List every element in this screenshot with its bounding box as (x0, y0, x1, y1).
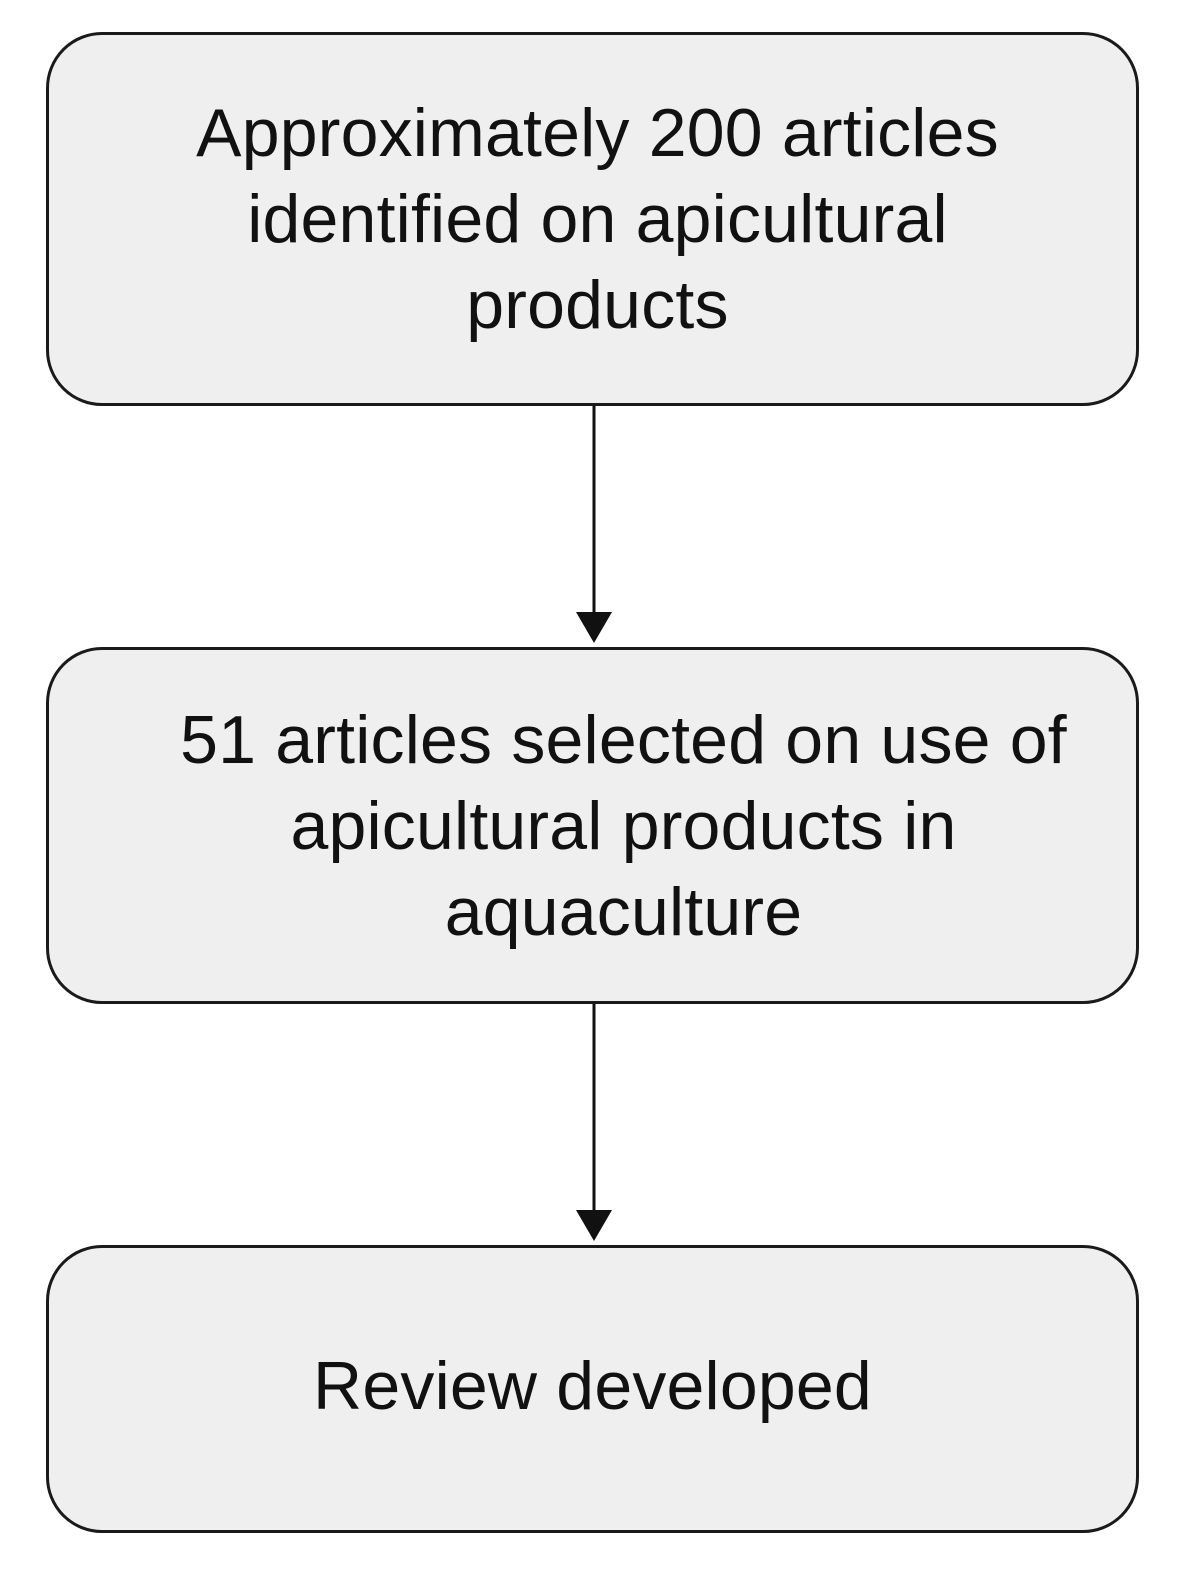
arrow-selected-to-review (576, 1004, 612, 1241)
arrow-identified-to-selected (576, 406, 612, 643)
step-label-review: Review developed (313, 1348, 872, 1424)
step-box-selected: 51 articles selected on use of apicultur… (46, 647, 1139, 1004)
step-box-review: Review developed (46, 1245, 1139, 1533)
arrowhead-down-icon (576, 1210, 612, 1241)
step-label-selected: 51 articles selected on use of apicultur… (180, 701, 1067, 950)
step-label-identified: Approximately 200 articles identified on… (196, 95, 999, 343)
arrowhead-down-icon (576, 612, 612, 643)
step-box-identified: Approximately 200 articles identified on… (46, 32, 1139, 406)
